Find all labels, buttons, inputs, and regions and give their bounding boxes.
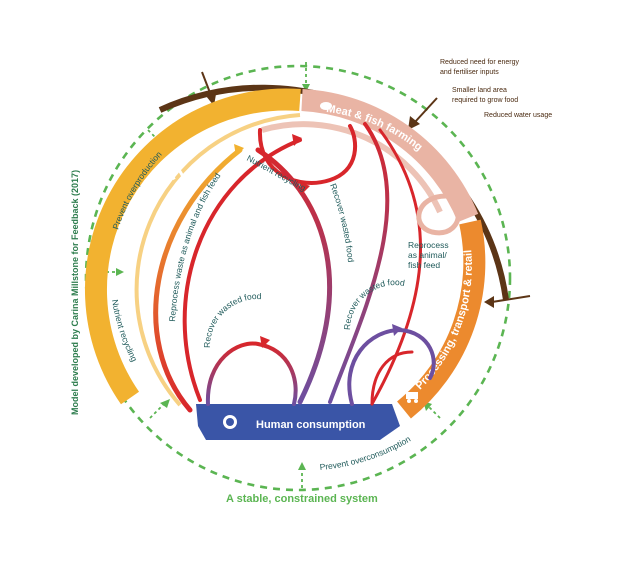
truck-icon bbox=[406, 392, 418, 403]
stage-processing-transport-retail bbox=[396, 219, 486, 419]
bottom-title: A stable, constrained system bbox=[226, 493, 378, 505]
note-land-1: Smaller land area bbox=[452, 87, 507, 94]
nutrient-recycling-top-label: Nutrient recycling bbox=[245, 153, 308, 193]
recover-wasted-food-right-label: Recover wasted food bbox=[342, 277, 406, 330]
flow-arrowheads bbox=[234, 134, 402, 348]
wheat-icon bbox=[157, 162, 184, 185]
stage-human-consumption bbox=[196, 404, 400, 440]
svg-text:Recover wasted food: Recover wasted food bbox=[342, 277, 406, 330]
minimal-inputs-notes: Reduced need for energy and fertiliser i… bbox=[440, 59, 552, 119]
side-credit: Model developed by Carina Millstone for … bbox=[70, 170, 80, 415]
note-energy-1: Reduced need for energy bbox=[440, 59, 519, 66]
cow-icon bbox=[320, 102, 332, 110]
note-land-2: required to grow food bbox=[452, 97, 518, 104]
svg-text:Recover wasted food: Recover wasted food bbox=[202, 291, 262, 348]
note-water: Reduced water usage bbox=[484, 112, 552, 119]
recover-wasted-food-center-label: Recover wasted food bbox=[328, 182, 356, 263]
reprocess-feed-line2: as animal/ bbox=[408, 250, 447, 260]
human-consumption-label: Human consumption bbox=[256, 419, 366, 431]
stage-growing-crops bbox=[84, 88, 301, 407]
recover-wasted-food-left-label: Recover wasted food bbox=[202, 291, 262, 348]
reprocess-feed-line1: Reprocess bbox=[408, 240, 449, 250]
plate-icon bbox=[223, 415, 237, 429]
svg-text:Recover wasted food: Recover wasted food bbox=[328, 182, 356, 263]
reprocess-feed-line3: fish feed bbox=[408, 260, 440, 270]
flow-loops bbox=[153, 122, 461, 413]
note-energy-2: and fertiliser inputs bbox=[440, 69, 499, 76]
svg-text:Nutrient recycling: Nutrient recycling bbox=[245, 153, 308, 193]
